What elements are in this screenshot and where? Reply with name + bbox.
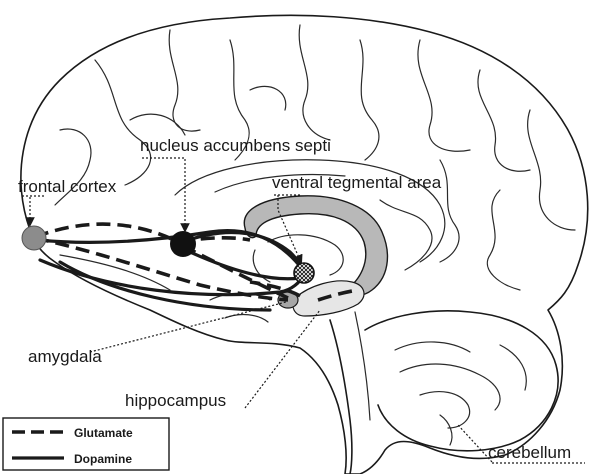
- gyrus-line: [360, 40, 379, 160]
- frontal-cortex-node: [22, 226, 46, 250]
- gyrus-line: [95, 60, 151, 185]
- nucleus-accumbens-leader: [142, 158, 185, 228]
- hippocampus-leader: [245, 310, 320, 408]
- cerebellum-outline: [365, 311, 558, 451]
- glutamate-pathway: [183, 246, 288, 298]
- hippocampus-label: hippocampus: [125, 391, 226, 410]
- gyrus-line: [299, 25, 330, 140]
- frontal-cortex-label: frontal cortex: [18, 177, 117, 196]
- gyrus-line: [478, 70, 530, 171]
- vta-label: ventral tegmental area: [272, 173, 442, 192]
- amygdala-label: amygdala: [28, 347, 102, 366]
- legend-dopamine-label: Dopamine: [74, 452, 132, 466]
- gyrus-line: [169, 30, 200, 131]
- legend: Glutamate Dopamine: [3, 418, 169, 470]
- cerebellum-folia: [500, 345, 526, 390]
- gyrus-line: [487, 190, 520, 290]
- gyrus-line: [250, 86, 286, 110]
- nucleus-accumbens-node: [170, 231, 196, 257]
- nucleus-accumbens-label: nucleus accumbens septi: [140, 136, 331, 155]
- gyrus-line: [130, 114, 185, 135]
- cerebellum-label: cerebellum: [488, 443, 571, 462]
- legend-glutamate-label: Glutamate: [74, 426, 133, 440]
- cerebellum-folia: [400, 364, 500, 410]
- brainstem: [330, 320, 352, 474]
- brain-outline: [21, 15, 588, 474]
- corpus-callosum: [244, 196, 387, 295]
- cerebellum-folia: [440, 415, 452, 445]
- vta-node: [294, 263, 314, 283]
- gyrus-line: [418, 40, 470, 151]
- cerebellum-folia: [395, 342, 470, 352]
- gyrus-line: [528, 110, 575, 230]
- cerebellum-folia: [420, 392, 470, 428]
- temporal-line: [225, 315, 268, 322]
